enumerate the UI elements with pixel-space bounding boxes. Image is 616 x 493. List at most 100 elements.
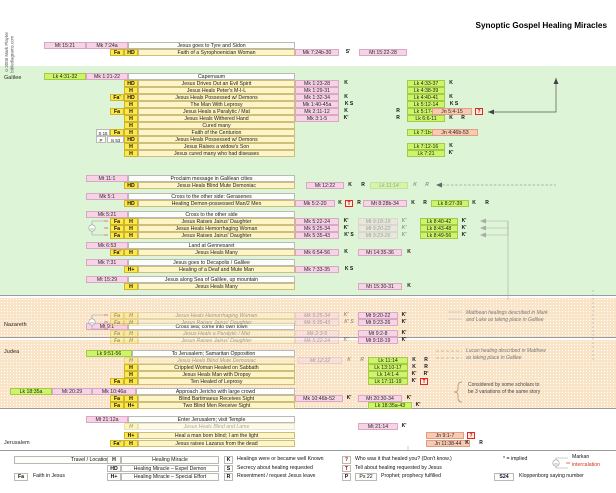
mt-ref[interactable]: Mt 9:23-26 [358,319,398,326]
kind-tag: HD [124,182,138,189]
faith-tag: Fa [110,402,124,409]
lk-ref[interactable]: Lk 18:35a [10,388,52,395]
mk-ref[interactable]: Mk 7:31 [86,259,128,266]
kind-tag: H [124,312,138,319]
mk-ref[interactable]: Mk 5:2-20 [295,200,335,207]
mt-ref[interactable]: Mt 15:22-28 [359,49,407,56]
event-label: Enter Jerusalem; visit Temple [128,416,295,423]
mt-ref[interactable]: Mt 9:20-22 [358,225,398,232]
mt-ref[interactable]: Mt 15:21 [44,42,86,49]
lk-ref[interactable]: Lk 9:51-56 [86,350,132,357]
mk-ref[interactable]: Mk 2:11-12 [295,108,339,115]
kind-tag: H [124,337,138,344]
resentment-tag: R [479,440,483,446]
mk-ref[interactable]: Mk 7:33-35 [295,266,339,273]
event-label: Jesus Heals Blind Mute Demoniac [138,357,295,364]
lk-ref[interactable]: Lk 8:49-56 [420,232,458,239]
kind-tag: H [124,87,138,94]
mt-ref[interactable]: Mt 20:29 [52,388,92,395]
mt-ref[interactable]: Mt 21:14 [358,423,398,430]
mk-ref[interactable]: Mk 5:22-24 [295,218,339,225]
mk-ref[interactable]: Mk 6:53 [86,242,128,249]
mt-ref[interactable]: Mt 15:30-31 [358,283,402,290]
mt-ref[interactable]: Mt 14:35-36 [358,249,402,256]
legend-r-text: Resentment / request Jesus leave [237,473,316,479]
mt-ref[interactable]: Mt 11:1 [86,175,128,182]
jn-ref[interactable]: Jn 4:46b-53 [432,129,478,136]
mk-ref[interactable]: Mk 5:35-43 [295,319,339,326]
lk-ref[interactable]: Lk 5:12-14 [407,101,445,108]
lk-ref[interactable]: Lk 14:1-4 [368,371,408,378]
kind-tag: HD [124,80,138,87]
event-label: Healing of a Deaf and Mute Man [138,266,295,273]
event-label: Land at Gennesaret [128,242,295,249]
mt-ref[interactable]: Mt 12:22 [298,357,342,364]
mk-ref[interactable]: Mk 5:35-43 [295,232,339,239]
mk-ref[interactable]: Mk 5:21 [86,211,128,218]
jn-ref[interactable]: Jn 9:1-7 [426,432,464,439]
mk-ref[interactable]: Mk 3:1-5 [295,115,339,122]
mk-ref[interactable]: Mk 10:46b-52 [295,395,343,402]
kind-tag: H [124,371,138,378]
mt-ref[interactable]: Mt 12:22 [306,182,344,189]
mt-ref[interactable]: Mt 9:1 [86,323,128,330]
mk-ref[interactable]: Mk 1:40-45a [295,101,339,108]
mk-ref[interactable]: Mk 7:24a [86,42,128,49]
mk-ref[interactable]: Mk 5:25-34 [295,225,339,232]
lk-ref[interactable]: Lk 11:14 [370,182,408,189]
mt-ref[interactable]: Mt 9:20-22 [358,312,398,319]
mk-ref[interactable]: Mk 10:46a [92,388,136,395]
kind-tag: H+ [124,266,138,273]
mt-ref[interactable]: Mt 9:2-8 [358,330,398,337]
mt-ref[interactable]: Mt 20:30-34 [358,395,402,402]
mk-ref[interactable]: Mk 1:29-31 [295,87,339,94]
mk-ref[interactable]: Mk 1:21-22 [86,73,128,80]
known-tag: K [344,108,348,114]
mt-ref[interactable]: Mt 15:29 [86,276,128,283]
mk-ref[interactable]: Mk 5:22-24 [295,337,339,344]
lk-ref[interactable]: Lk 11:14 [368,357,408,364]
mk-ref[interactable]: Mk 5:1 [86,193,128,200]
lk-ref[interactable]: Lk 4:40-41 [407,94,445,101]
lk-ref[interactable]: Lk 4:33-37 [407,80,445,87]
lk-ref[interactable]: Lk 18:35a-43 [368,402,412,409]
mt-ref[interactable]: Mt 9:23-26 [358,232,398,239]
known-tag: K' S [344,232,354,238]
lk-ref[interactable]: Lk 4:31-32 [44,73,86,80]
note-matthean: Matthean healings described in Mark [466,310,548,316]
known-tag: K [449,115,453,121]
kind-tag: H [124,115,138,122]
divider-nazareth-top [0,295,616,296]
mk-ref[interactable]: Mk 1:32-34 [295,94,339,101]
mk-ref[interactable]: Mk 2:3-5 [295,330,339,337]
lk-ref[interactable]: Lk 8:27-39 [431,200,469,207]
jn-ref[interactable]: Jn 11:38-44 [426,440,470,447]
lk-ref[interactable]: Lk 8:40-42 [420,218,458,225]
lk-ref[interactable]: Lk 13:10-17 [368,364,408,371]
lk-ref[interactable]: Lk 4:38-39 [407,87,445,94]
event-label: Capernaum [128,73,295,80]
lk-ref[interactable]: Lk 7:12-16 [407,143,445,150]
mk-ref[interactable]: Mk 7:24b-30 [295,49,339,56]
mt-ref[interactable]: Mt 8:28b-34 [363,200,407,207]
mk-ref[interactable]: Mk 1:23-28 [295,80,339,87]
note-scholars: Considered by some scholars to [468,382,540,388]
lk-ref[interactable]: Lk 7:21 [407,150,445,157]
mk-ref[interactable]: Mk 6:54-56 [295,249,339,256]
lk-ref[interactable]: Lk 6:6-11 [407,115,445,122]
lk-ref[interactable]: Lk 8:43-48 [420,225,458,232]
mk-ref[interactable]: Mk 5:25-34 [295,312,339,319]
lk-ref[interactable]: Lk 17:11-19 [368,378,408,385]
mt-ref[interactable]: Mt 9:18-19 [358,218,398,225]
mt-ref[interactable]: Mt 9:18-19 [358,337,398,344]
event-label: Jesus Heals Hemorrhaging Woman [138,225,295,232]
event-label: Jesus Heals a Paralytic / Mat [138,330,295,337]
faith-tag: Fa' [110,440,124,447]
kind-tag: HD [124,49,138,56]
event-label: Crippled Woman Healed on Sabbath [138,364,295,371]
event-label: Jesus Raises Jairus' Daughter [138,337,295,344]
mt-ref[interactable]: Mt 21:12a [86,416,128,423]
resentment-tag: R [423,200,427,206]
jn-ref[interactable]: Jn 5:4-15 [432,108,472,115]
svg-text:m: m [555,462,558,466]
